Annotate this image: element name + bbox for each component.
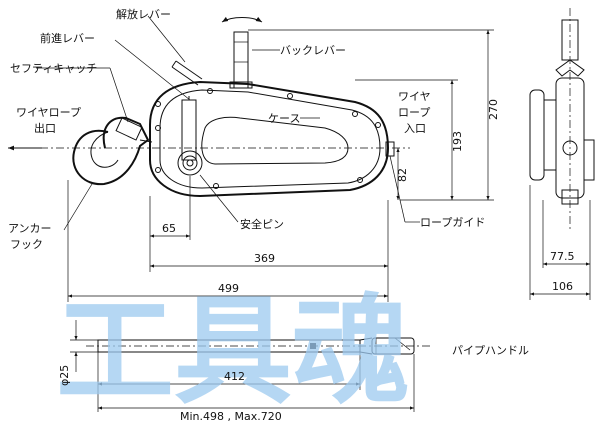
anchor-hook-shape: [72, 116, 153, 186]
dimension-lines: [67, 29, 494, 302]
label-wire-inlet-3: 入口: [404, 122, 426, 135]
label-back-lever: バックレバー: [280, 44, 346, 57]
dim-82: 82: [396, 168, 409, 182]
dim-handle-range: Min.498 , Max.720: [180, 410, 282, 423]
main-case-outline: [149, 80, 390, 198]
dim-193: 193: [451, 131, 464, 152]
leader-lines: [36, 15, 420, 231]
dim-270: 270: [487, 99, 500, 120]
label-wire-inlet-2: ロープ: [398, 106, 430, 119]
label-pipe-handle: パイプハンドル: [452, 344, 529, 357]
dim-499: 499: [218, 282, 239, 295]
dim-412: 412: [224, 370, 245, 383]
safety-pin-circle: [177, 150, 203, 176]
label-wire-outlet-2: 出口: [34, 121, 56, 135]
dim-106: 106: [552, 280, 573, 293]
dim-phi25: φ25: [58, 365, 71, 386]
end-view: [529, 8, 595, 300]
dim-65: 65: [162, 222, 176, 235]
label-release-lever: 解放レバー: [116, 7, 171, 21]
label-safety-pin: 安全ピン: [240, 217, 284, 231]
dim-369: 369: [254, 252, 275, 265]
label-forward-lever: 前進レバー: [40, 31, 95, 45]
dim-77-5: 77.5: [550, 250, 575, 263]
watermark-text: 工具魂: [56, 282, 410, 420]
label-case: ケース: [268, 112, 300, 125]
label-wire-inlet-1: ワイヤ: [398, 90, 431, 103]
label-safety-catch: セフティキャッチ: [10, 62, 97, 75]
label-wire-outlet-1: ワイヤロープ: [16, 106, 81, 119]
label-rope-guide: ロープガイド: [420, 216, 485, 229]
back-lever-shape: [221, 16, 263, 89]
pipe-handle-drawing: [70, 320, 430, 412]
label-anchor-hook-1: アンカー: [8, 222, 52, 235]
forward-lever-post: [181, 96, 197, 161]
label-anchor-hook-2: フック: [10, 238, 43, 251]
release-lever-shape: [171, 60, 203, 86]
